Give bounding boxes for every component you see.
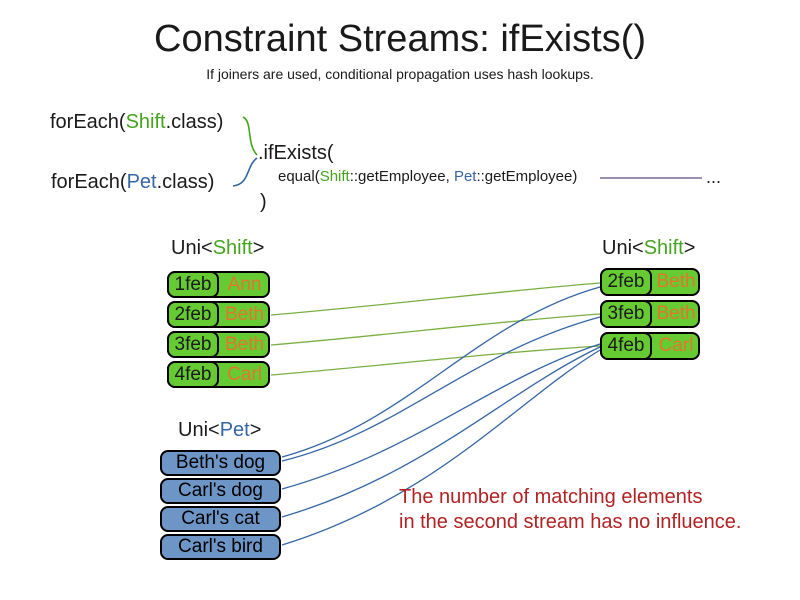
shift-date-cell: 2feb <box>600 268 652 296</box>
code-equal-joiner: equal(Shift::getEmployee, Pet::getEmploy… <box>278 169 577 184</box>
pet-type-token: Pet <box>453 168 477 185</box>
code-ellipsis: ... <box>706 167 722 187</box>
shift-date-cell: 3feb <box>167 331 219 358</box>
label-text: Uni< <box>602 237 644 259</box>
line-beths-dog-to-3feb <box>281 316 601 462</box>
label-text: > <box>683 237 696 259</box>
pet-type-token: Pet <box>219 419 250 441</box>
shift-row: 4feb Carl <box>600 332 700 360</box>
line-beths-dog-to-2feb <box>281 286 601 458</box>
shift-row: 3feb Beth <box>600 300 700 328</box>
code-if-exists: .ifExists( <box>258 142 334 164</box>
line-4feb-to-4feb <box>270 345 601 376</box>
line-3feb-to-3feb <box>270 313 601 346</box>
brace-bottom-blue <box>232 157 258 187</box>
shift-date-cell: 1feb <box>167 271 219 298</box>
shift-row: 4feb Carl <box>167 361 270 388</box>
note-line-1: The number of matching elements <box>399 486 703 508</box>
label-text: Uni< <box>171 237 213 259</box>
line-carls-dog-to-4feb <box>281 343 601 490</box>
code-text: forEach( <box>51 171 127 193</box>
pet-row: Beth's dog <box>160 450 281 476</box>
code-text: forEach( <box>50 111 126 133</box>
shift-name-cell: Ann <box>227 273 262 295</box>
shift-row: 2feb Beth <box>167 301 270 328</box>
shift-type-token: Shift <box>125 111 166 133</box>
shift-name-cell: Beth <box>224 303 265 325</box>
line-carls-cat-to-4feb <box>281 346 601 518</box>
page-subtitle: If joiners are used, conditional propaga… <box>206 66 594 82</box>
line-carls-bird-to-4feb <box>281 349 601 546</box>
shift-row: 2feb Beth <box>600 268 700 296</box>
note-line-2: in the second stream has no influence. <box>399 511 742 533</box>
code-foreach-pet: forEach(Pet.class) <box>51 172 214 192</box>
shift-type-token: Shift <box>212 237 253 259</box>
brace-top-green <box>242 116 258 156</box>
code-text: .class) <box>165 111 224 133</box>
shift-type-token: Shift <box>319 168 350 185</box>
page-title: Constraint Streams: ifExists() <box>154 18 646 60</box>
code-close-paren: ) <box>260 191 267 213</box>
label-text: Uni< <box>178 419 220 441</box>
shift-row: 3feb Beth <box>167 331 270 358</box>
code-text: ::getEmployee) <box>476 168 578 185</box>
shift-name-cell: Beth <box>656 303 696 324</box>
shift-name-cell: Beth <box>656 271 696 292</box>
shift-name-cell: Carl <box>658 335 694 356</box>
shift-date-cell: 3feb <box>600 300 652 328</box>
left-shift-stream-label: Uni<Shift> <box>171 238 264 258</box>
shift-name-cell: Beth <box>224 333 265 355</box>
pet-type-token: Pet <box>126 171 157 193</box>
pet-row: Carl's cat <box>160 506 281 532</box>
pet-stream-label: Uni<Pet> <box>178 420 261 440</box>
shift-date-cell: 4feb <box>167 361 219 388</box>
code-text: ::getEmployee, <box>349 168 454 185</box>
right-shift-stream-label: Uni<Shift> <box>602 238 695 258</box>
label-text: > <box>252 237 265 259</box>
pet-row: Carl's bird <box>160 534 281 560</box>
line-2feb-to-2feb <box>270 282 601 316</box>
shift-row: 1feb Ann <box>167 271 270 298</box>
shift-date-cell: 2feb <box>167 301 219 328</box>
shift-name-cell: Carl <box>227 363 262 385</box>
code-text: .class) <box>156 171 215 193</box>
shift-date-cell: 4feb <box>600 332 652 360</box>
code-text: equal( <box>278 168 320 185</box>
code-foreach-shift: forEach(Shift.class) <box>50 112 223 132</box>
pet-row: Carl's dog <box>160 478 281 504</box>
shift-type-token: Shift <box>643 237 684 259</box>
label-text: > <box>249 419 262 441</box>
